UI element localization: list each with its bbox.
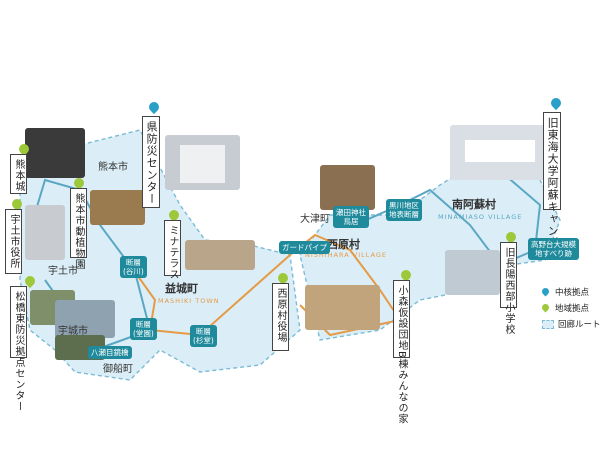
spot-minaterasu[interactable]: ミナテラス — [164, 220, 181, 280]
town-uki: 宇城市 — [58, 326, 88, 337]
photo-nishihara — [305, 285, 380, 330]
region-minamiaso-en: MINAMIASO VILLAGE — [438, 213, 523, 221]
legend-core: 中核拠点 — [540, 286, 590, 298]
region-nishihara: 西原村 — [327, 238, 360, 251]
town-ozu: 大津町 — [300, 214, 330, 225]
tag-guardpipe[interactable]: ガードパイプ — [279, 241, 330, 254]
region-mashiki-en: MASHIKI TOWN — [158, 297, 220, 305]
spot-komori[interactable]: 小森仮設団地B棟みんなの家 — [393, 280, 410, 425]
tag-dantai-tanigawa[interactable]: 断層(谷川) — [120, 256, 147, 278]
photo-ozu — [320, 165, 375, 210]
region-minamiaso: 南阿蘇村 — [452, 198, 496, 211]
photo-nagayo — [445, 250, 500, 295]
tag-dantai-sugido[interactable]: 断層(杉堂) — [190, 325, 217, 347]
legend-local-label: 地域拠点 — [555, 304, 590, 314]
legend-route: 回廊ルート — [542, 318, 600, 330]
spot-matsubase[interactable]: 松橋東防災拠点センター — [10, 286, 27, 412]
legend-core-label: 中核拠点 — [555, 288, 590, 298]
photo-uto-office — [25, 205, 65, 260]
tag-dantai-dogaki[interactable]: 断層(堂園) — [130, 318, 157, 340]
spot-kumamoto-castle[interactable]: 熊本城 — [10, 154, 27, 194]
photo-uki — [55, 300, 115, 338]
town-kumamoto: 熊本市 — [98, 162, 128, 173]
photo-minaterasu — [185, 240, 255, 270]
spot-zoo[interactable]: 熊本市動植物園 — [70, 188, 87, 270]
region-nishihara-en: NISHIHARA VILLAGE — [305, 251, 388, 259]
town-mifune: 御船町 — [103, 364, 133, 375]
legend-core-pin-icon — [540, 286, 551, 297]
tag-yase[interactable]: 八瀬目鏡橋 — [88, 346, 132, 359]
spot-nagayo[interactable]: 旧長陽西部小学校 — [500, 242, 517, 335]
legend-route-label: 回廊ルート — [558, 320, 600, 330]
town-uto: 宇土市 — [48, 266, 78, 277]
spot-bosai[interactable]: 県防災センター — [142, 116, 161, 208]
spot-tokai[interactable]: 旧東海大学阿蘇キャンパス — [543, 112, 562, 261]
region-mashiki: 益城町 — [165, 282, 198, 295]
legend-route-swatch-icon — [542, 320, 554, 329]
legend-local-pin-icon — [540, 302, 551, 313]
tag-senda[interactable]: 瀬田神社鳥居 — [333, 206, 369, 228]
photo-zoo — [90, 190, 145, 225]
spot-uto-office[interactable]: 宇土市役所 — [5, 209, 22, 274]
legend-local: 地域拠点 — [540, 302, 590, 314]
spot-nishihara-office[interactable]: 西原村役場 — [272, 283, 289, 351]
photo-kumamoto-castle — [25, 128, 85, 178]
tag-takanodai[interactable]: 高野台大規模地すべり跡 — [528, 238, 579, 260]
tag-kurokawa[interactable]: 黒川地区地表断層 — [386, 199, 422, 221]
